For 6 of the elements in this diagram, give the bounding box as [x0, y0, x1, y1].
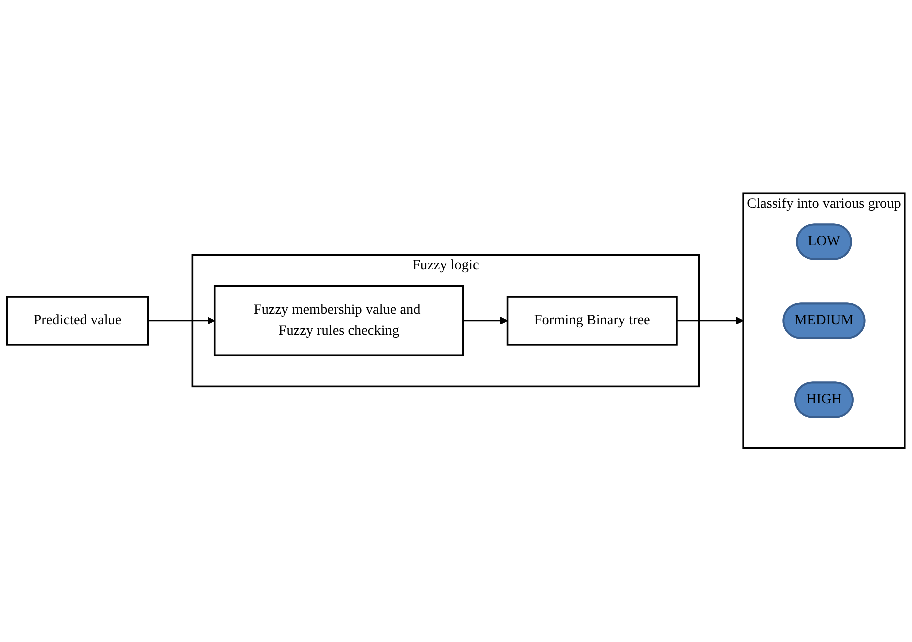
- node-box: Predicted value: [6, 296, 150, 346]
- arrow: [677, 317, 744, 325]
- arrow: [148, 317, 216, 325]
- node-box: Fuzzy membership value and Fuzzy rules checking: [214, 286, 464, 356]
- arrow: [463, 317, 508, 325]
- node-box: Forming Binary tree: [506, 296, 678, 346]
